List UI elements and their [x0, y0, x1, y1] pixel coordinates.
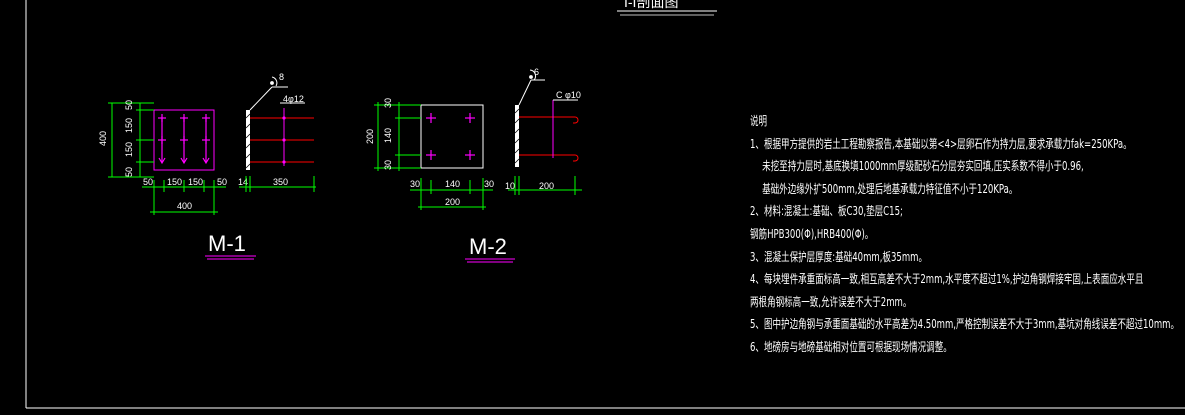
note-2: 2、材料:混凝土:基础、板C30,垫层C15;	[750, 204, 903, 219]
m1-vdim-2: 150	[124, 118, 134, 133]
note-1b: 未挖至持力层时,基底换填1000mm厚级配砂石分层夯实回填,压实系数不得小于0.…	[762, 159, 1084, 174]
m2-vdim-total: 200	[365, 129, 375, 144]
m1-title: M-1	[208, 231, 246, 256]
note-5: 5、图中护边角钢与承重面基础的水平高差为4.50mm,严格控制误差不大于3mm,…	[750, 317, 1180, 332]
m1-dimension-labels: 50 150 150 50 400 50 150 150 50 400 14 3…	[98, 72, 304, 211]
note-4b: 两根角钢标高一致,允许误差不大于2mm。	[750, 294, 912, 309]
m2-tag: 6	[534, 67, 539, 77]
m1-hdim-1: 50	[143, 177, 153, 187]
m1-vdim-3: 150	[124, 142, 134, 157]
m1-hdim-3: 150	[188, 177, 203, 187]
m1-vdim-1: 50	[124, 100, 134, 110]
m2-plan-view	[374, 102, 493, 210]
note-6: 6、地磅房与地磅基础相对位置可根据现场情况调整。	[750, 339, 952, 354]
m1-vdim-4: 50	[124, 167, 134, 177]
m1-hdim-4: 50	[217, 177, 227, 187]
note-1: 1、根据甲方提供的岩土工程勘察报告,本基础以第<4>层卵石作为持力层,要求承载力…	[750, 136, 1132, 151]
m2-vdim-2: 140	[383, 128, 393, 143]
m1-vdim-total: 400	[98, 131, 108, 146]
m2-title: M-2	[469, 234, 507, 259]
m2-hdim-total: 200	[445, 197, 460, 207]
note-3: 3、混凝土保护层厚度:基础40mm,板35mm。	[750, 249, 928, 264]
section-title: I-I剖面图	[624, 0, 678, 10]
note-4: 4、每块埋件承重面标高一致,相互高差不大于2mm,水平度不超过1%,护边角钢焊接…	[750, 272, 1144, 287]
notes-heading: 说明	[750, 114, 768, 128]
note-1c: 基础外边缘外扩500mm,处理后地基承载力特征值不小于120KPa。	[762, 181, 1018, 196]
m1-side-view	[239, 76, 316, 192]
note-2b: 钢筋HPB300(Φ),HRB400(Φ)。	[750, 226, 874, 241]
m2-dimension-labels: 30 140 30 200 30 140 30 200 10 200 6 C φ…	[365, 67, 581, 207]
m2-hdim-3: 30	[484, 179, 494, 189]
m1-hdim-2: 150	[167, 177, 182, 187]
m2-hdim-1: 30	[410, 179, 420, 189]
m2-vdim-3: 30	[383, 160, 393, 170]
design-notes: 说明 1、根据甲方提供的岩土工程勘察报告,本基础以第<4>层卵石作为持力层,要求…	[750, 110, 1179, 359]
m2-vdim-1: 30	[383, 98, 393, 108]
m2-rebar-label: C φ10	[556, 90, 581, 100]
m1-side-gap: 14	[238, 177, 248, 187]
m2-side-len: 200	[539, 181, 554, 191]
m1-rebar-label: 4φ12	[283, 94, 304, 104]
m1-hdim-total: 400	[177, 201, 192, 211]
m1-plan-view	[108, 102, 226, 215]
m2-side-view	[508, 69, 582, 195]
m1-tag: 8	[279, 72, 284, 82]
m2-hdim-2: 140	[445, 179, 460, 189]
m1-side-len: 350	[273, 177, 288, 187]
m2-side-gap: 10	[505, 181, 515, 191]
